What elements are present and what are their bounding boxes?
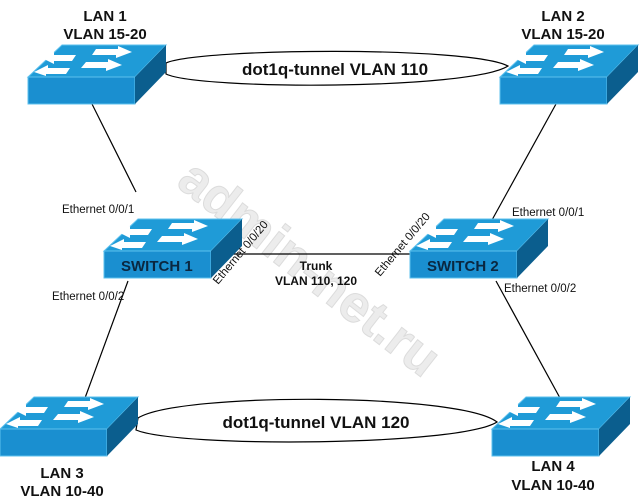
trunk-label: Trunk [300, 259, 333, 273]
tunnel-110-ellipse [165, 50, 510, 86]
link-lan2-switch2 [491, 103, 557, 221]
link-lan1-switch1 [91, 103, 137, 193]
tunnel-120-label: dot1q-tunnel VLAN 120 [222, 413, 409, 432]
port-sw1-eth002: Ethernet 0/0/2 [52, 291, 124, 303]
tunnel-120-ellipse [135, 398, 499, 443]
switch-icon[interactable] [27, 44, 167, 105]
tunnel-110-label: dot1q-tunnel VLAN 110 [242, 60, 428, 79]
lan4-vlans: VLAN 10-40 [511, 477, 594, 494]
lan2-vlans: VLAN 15-20 [521, 26, 604, 43]
link-switch1-lan3 [84, 280, 129, 399]
port-sw2-eth002: Ethernet 0/0/2 [504, 283, 576, 295]
link-switch2-lan4 [495, 280, 561, 399]
lan1-vlans: VLAN 15-20 [63, 26, 146, 43]
switch1-label: SWITCH 1 [121, 258, 193, 275]
lan3-name: LAN 3 [40, 465, 83, 482]
lan2-name: LAN 2 [541, 8, 584, 25]
port-sw2-eth001: Ethernet 0/0/1 [512, 207, 584, 219]
switch2-label: SWITCH 2 [427, 258, 499, 275]
lan3-vlans: VLAN 10-40 [20, 483, 103, 500]
switch-icon[interactable] [0, 396, 139, 457]
switch-icon[interactable] [499, 44, 639, 105]
port-sw1-eth001: Ethernet 0/0/1 [62, 204, 134, 216]
lan1-name: LAN 1 [83, 8, 126, 25]
switch-icon[interactable] [491, 396, 631, 457]
trunk-vlans: VLAN 110, 120 [275, 274, 357, 288]
lan4-name: LAN 4 [531, 458, 575, 475]
